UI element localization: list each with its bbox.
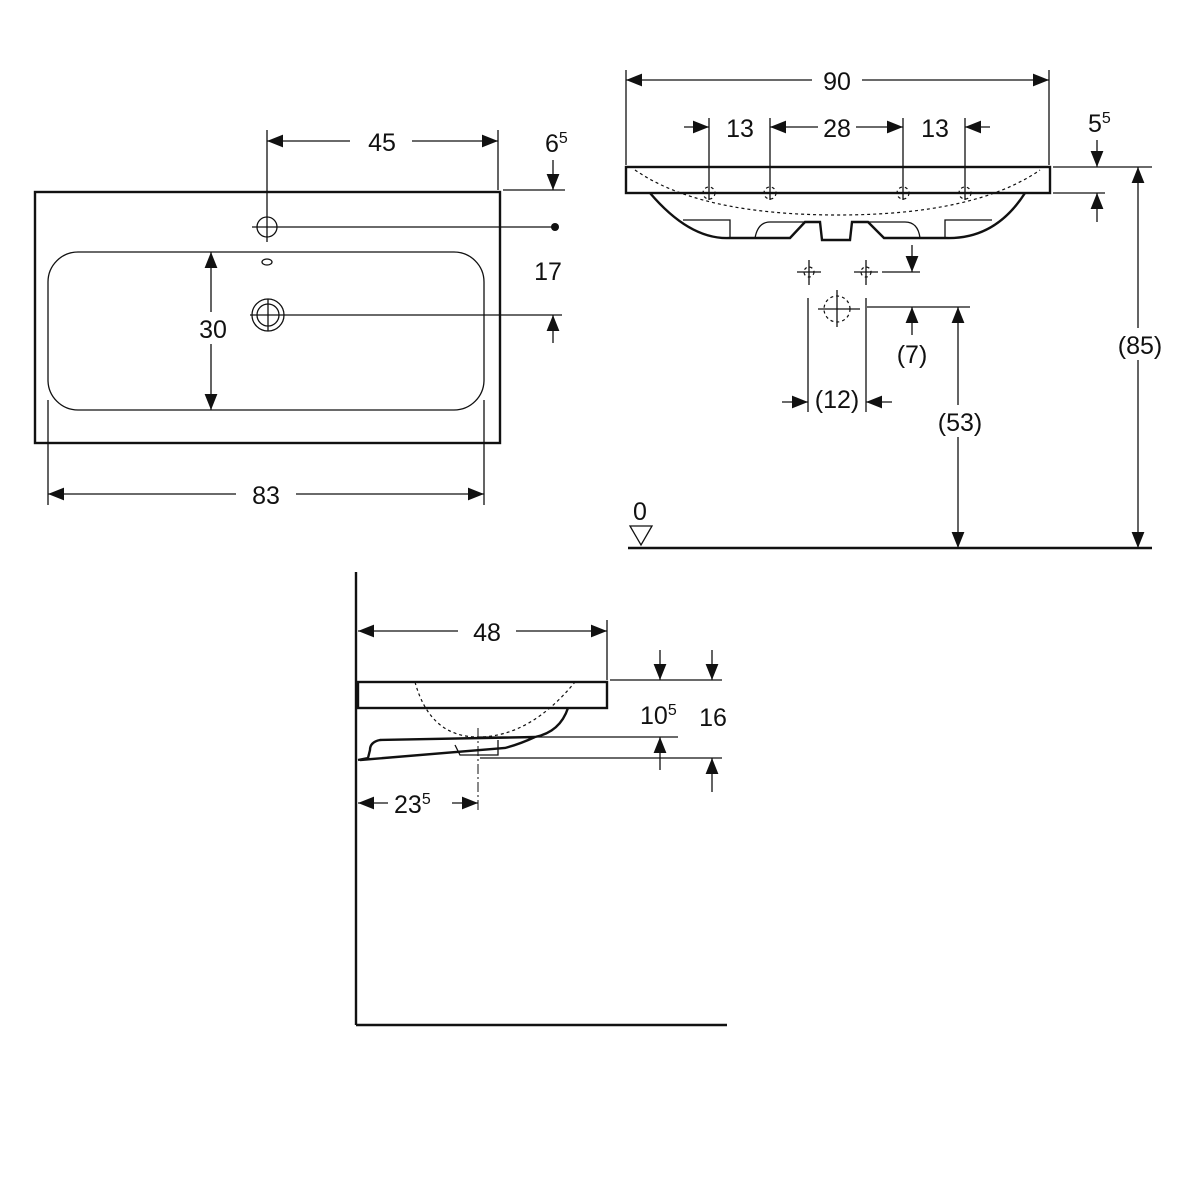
dim-rim-top: 65 <box>545 130 568 158</box>
dim-width: 90 <box>823 68 851 96</box>
dim-total-height: (85) <box>1118 332 1162 360</box>
dim-total-depth-side: 16 <box>699 704 727 732</box>
dim-bowl-depth-side: 105 <box>640 702 677 730</box>
basin-bowl-side <box>357 707 570 762</box>
top-view: 45 65 17 30 83 <box>33 129 568 510</box>
dim-depth: 48 <box>473 619 501 647</box>
dim-hole-mid: 28 <box>823 115 851 143</box>
bowl-outline <box>47 251 485 411</box>
dim-tap-offset: 45 <box>368 129 396 157</box>
dim-bowl-depth: 30 <box>199 316 227 344</box>
level-triangle-icon <box>628 525 654 547</box>
dim-rim-thickness: 55 <box>1088 110 1111 138</box>
drain-outlet-marker <box>818 290 860 327</box>
basin-rim <box>624 165 1052 195</box>
dim-drain-height: (53) <box>938 409 982 437</box>
dim-hole-left: 13 <box>726 115 754 143</box>
side-view: 48 105 16 235 <box>354 572 727 1027</box>
dim-drain-offset: (7) <box>897 341 928 369</box>
waste-connection-markers <box>797 260 878 285</box>
basin-bowl <box>649 192 1027 242</box>
floor-level-label: 0 <box>633 498 647 526</box>
drain-icon <box>250 298 562 332</box>
tap-hole-markers <box>702 186 972 200</box>
front-view: 90 13 28 13 55 (7) (12) (53) <box>624 68 1168 550</box>
basin-rim-side <box>356 680 609 710</box>
dim-tap-drain: 17 <box>534 258 562 286</box>
overflow-icon <box>261 258 273 266</box>
tap-hole-icon <box>252 130 559 242</box>
dim-drain-spacing: (12) <box>815 386 859 414</box>
dim-drain-distance: 235 <box>394 791 431 819</box>
dim-hole-right: 13 <box>921 115 949 143</box>
dim-bowl-width: 83 <box>252 482 280 510</box>
